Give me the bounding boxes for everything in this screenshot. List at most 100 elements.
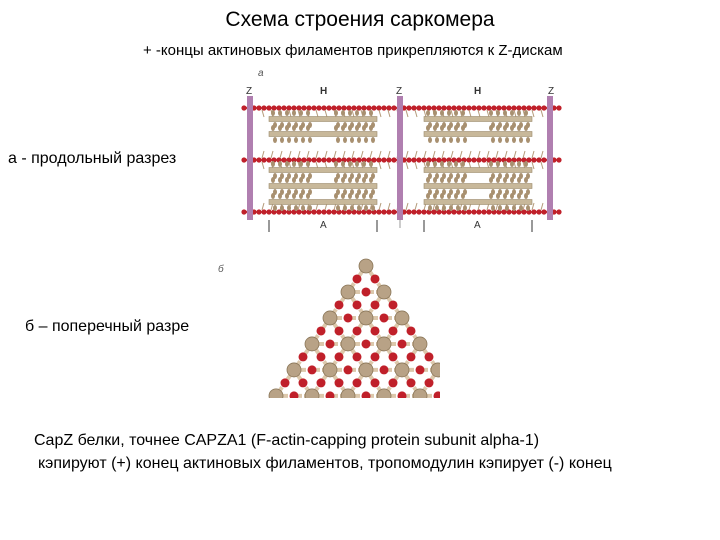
myosin-head (350, 137, 354, 143)
myosin-head (454, 161, 458, 167)
actin-bead (416, 105, 422, 111)
actin-bead (326, 157, 332, 163)
actin-bead (276, 105, 282, 111)
myosin-head (517, 193, 521, 199)
myosin-head (285, 193, 289, 199)
myosin-head (301, 137, 305, 143)
myosin-head (517, 161, 521, 167)
myosin-head (503, 193, 507, 199)
myosin-head (498, 137, 502, 143)
actin-bead (381, 105, 387, 111)
cross-bridge (387, 161, 391, 170)
actin-bead (486, 105, 492, 111)
myosin-head (306, 177, 310, 183)
actin-bead (321, 209, 327, 215)
myosin-head (299, 177, 303, 183)
actin-bead (256, 209, 262, 215)
myosin-filament (286, 362, 302, 378)
actin-bead (256, 157, 262, 163)
actin-bead (321, 105, 327, 111)
myosin-head (299, 161, 303, 167)
actin-bead (386, 157, 392, 163)
myosin-head (449, 137, 453, 143)
actin-bead (481, 157, 487, 163)
actin-bead (311, 209, 317, 215)
myosin-head (426, 161, 430, 167)
myosin-head (292, 125, 296, 131)
cross-bridge (324, 150, 328, 159)
cross-bridge (450, 109, 454, 118)
myosin-head (496, 110, 500, 116)
actin-filament (316, 326, 326, 336)
actin-filament (388, 326, 398, 336)
actin-bead (451, 209, 457, 215)
actin-filament (433, 391, 440, 398)
panel-letter-b: б (218, 263, 224, 275)
actin-bead (256, 105, 262, 111)
myosin-head (440, 125, 444, 131)
myosin-filament (423, 199, 533, 205)
cross-bridge (405, 202, 409, 211)
actin-filament (388, 378, 398, 388)
myosin-filament (304, 336, 320, 352)
longitudinal-caption: а - продольный разрез (8, 150, 177, 167)
myosin-head (362, 161, 366, 167)
myosin-head (362, 177, 366, 183)
cross-bridge (414, 109, 418, 118)
actin-bead (316, 105, 322, 111)
myosin-head (463, 205, 467, 211)
actin-bead (411, 209, 417, 215)
myosin-filament (322, 310, 338, 326)
actin-bead (451, 105, 457, 111)
myosin-head (524, 125, 528, 131)
myosin-filament (376, 284, 392, 300)
myosin-head (428, 137, 432, 143)
cross-bridge (261, 109, 265, 118)
actin-filament (334, 326, 344, 336)
myosin-head (294, 205, 298, 211)
myosin-head (341, 161, 345, 167)
myosin-filament (358, 258, 374, 274)
actin-bead (266, 105, 272, 111)
cross-bridge (342, 150, 346, 159)
myosin-head (447, 110, 451, 116)
actin-bead (436, 105, 442, 111)
actin-filament (388, 352, 398, 362)
actin-bead (531, 209, 537, 215)
actin-filament (397, 339, 407, 349)
myosin-head (489, 161, 493, 167)
actin-bead (541, 157, 547, 163)
myosin-head (336, 205, 340, 211)
myosin-head (343, 137, 347, 143)
cross-bridge (297, 109, 301, 118)
cross-bridge (486, 150, 490, 159)
myosin-head (526, 205, 530, 211)
actin-bead (416, 157, 422, 163)
actin-bead (531, 157, 537, 163)
actin-bead (441, 105, 447, 111)
myosin-head (299, 193, 303, 199)
cross-bridge (414, 202, 418, 211)
myosin-head (442, 205, 446, 211)
actin-filament (325, 391, 335, 398)
a-band-label: A (320, 220, 327, 231)
actin-bead (241, 105, 247, 111)
myosin-head (440, 161, 444, 167)
myosin-head (287, 205, 291, 211)
myosin-head (491, 137, 495, 143)
cross-bridge (531, 109, 535, 118)
actin-bead (491, 157, 497, 163)
myosin-head (292, 193, 296, 199)
actin-bead (476, 157, 482, 163)
actin-bead (521, 209, 527, 215)
myosin-head (512, 137, 516, 143)
actin-bead (261, 105, 267, 111)
myosin-head (306, 125, 310, 131)
myosin-head (369, 161, 373, 167)
actin-filament (361, 287, 371, 297)
myosin-filament (340, 336, 356, 352)
cross-bridge (387, 150, 391, 159)
actin-bead (521, 105, 527, 111)
actin-filament (352, 326, 362, 336)
myosin-head (426, 110, 430, 116)
